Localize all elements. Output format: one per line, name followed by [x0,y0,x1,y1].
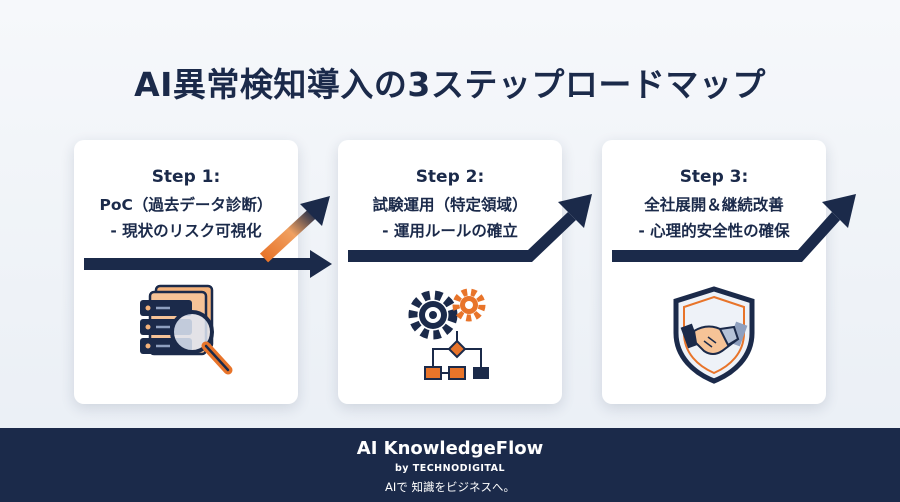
footer-tagline: AIで 知識をビジネスへ。 [385,480,515,494]
step-card-3: Step 3: 全社展開＆継続改善 - 心理的安全性の確保 [602,140,826,404]
step-title: PoC（過去データ診断） [99,196,273,214]
arrow-head-1 [310,250,332,278]
step-label: Step 2: [415,167,485,187]
footer-by: by TECHNODIGITAL [394,463,506,474]
step-label: Step 1: [151,167,221,187]
arrow-head-2 [558,194,592,228]
handshake-shield-icon [673,286,755,384]
gears-flowchart-icon [408,288,489,380]
database-magnifier-icon [140,284,233,375]
arrow-rise-head-1 [300,196,330,226]
step-subtitle: - 運用ルールの確立 [382,222,518,240]
step-title: 試験運用（特定領域） [372,196,528,214]
step-title: 全社展開＆継続改善 [644,196,784,214]
footer: AI KnowledgeFlow by TECHNODIGITAL AIで 知識… [0,428,900,502]
step-label: Step 3: [679,167,749,187]
page-title: AI異常検知導入の3ステップロードマップ [134,65,766,104]
step-card-2: Step 2: 試験運用（特定領域） - 運用ルールの確立 [338,140,562,404]
step-subtitle: - 心理的安全性の確保 [638,222,790,240]
arrow-head-3 [822,194,856,228]
footer-brand: AI KnowledgeFlow [356,438,544,459]
step-card-1: Step 1: PoC（過去データ診断） - 現状のリスク可視化 [74,140,298,404]
step-subtitle: - 現状のリスク可視化 [110,222,262,240]
